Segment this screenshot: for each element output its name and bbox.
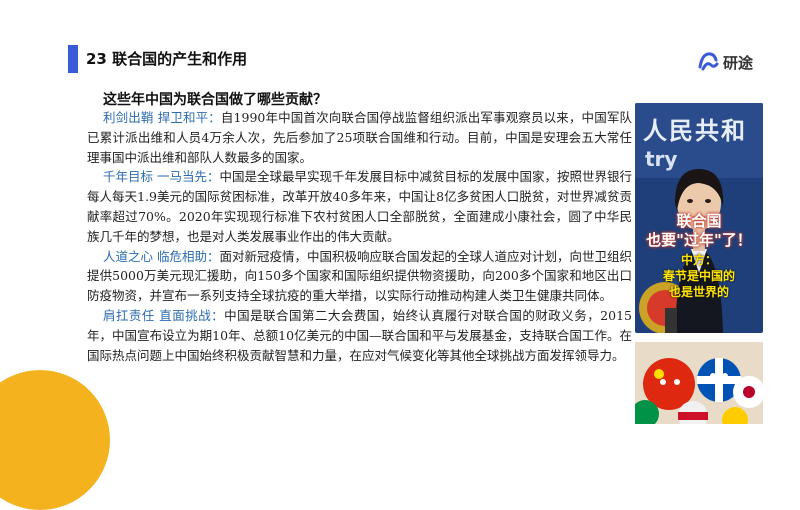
photo-caption-line1: 联合国 — [676, 212, 722, 230]
paragraph-responsibility: 肩扛责任 直面挑战：中国是联合国第二大会费国，始终认真履行对联合国的财政义务，2… — [87, 306, 632, 365]
brand-logo: 研途 — [697, 51, 753, 73]
photo-illustration — [635, 103, 763, 333]
question-heading: 这些年中国为联合国做了哪些贡献？ — [103, 92, 327, 108]
paragraph-humanitarian: 人道之心 临危相助：面对新冠疫情，中国积极响应联合国发起的全球人道应对计划，向世… — [87, 247, 632, 306]
paragraph-body: 面对新冠疫情，中国积极响应联合国发起的全球人道应对计划，向世卫组织提供5000万… — [87, 248, 632, 304]
logo-mark-icon — [698, 52, 719, 71]
spokesperson-photo: 人民共和 try 联合国 也要"过年"了！ 中方： 春节是中国的 也是世界的 — [635, 103, 763, 333]
paragraph-body: 中国是联合国第二大会费国，始终认真履行对联合国的财政义务，2015年，中国宣布设… — [87, 307, 632, 363]
slide-title: 23 联合国的产生和作用 — [86, 50, 248, 68]
cartoon-illustration — [635, 342, 763, 424]
decorative-corner-circle — [0, 370, 110, 510]
paragraph-body: 中国是全球最早实现千年发展目标中减贫目标的发展中国家，按照世界银行每人每天1.9… — [87, 169, 632, 244]
photo-caption-line2: 也要"过年"了！ — [646, 231, 752, 249]
photo-caption-line3: 春节是中国的 — [662, 269, 735, 283]
logo-text: 研途 — [723, 53, 754, 72]
paragraph-peacekeeping: 利剑出鞘 捍卫和平：自1990年中国首次向联合国停战监督组织派出军事观察员以来，… — [87, 108, 632, 167]
paragraph-poverty: 千年目标 一马当先：中国是全球最早实现千年发展目标中减贫目标的发展中国家，按照世… — [87, 167, 632, 246]
paragraph-heading: 人道之心 临危相助： — [103, 248, 220, 264]
photo-caption-speaker: 中方： — [680, 253, 717, 267]
photo-caption-line4: 也是世界的 — [668, 285, 729, 299]
paragraph-body: 自1990年中国首次向联合国停战监督组织派出军事观察员以来，中国军队已累计派出维… — [87, 110, 632, 165]
body-text: 利剑出鞘 捍卫和平：自1990年中国首次向联合国停战监督组织派出军事观察员以来，… — [87, 108, 632, 365]
photo-banner: 人民共和 — [643, 117, 747, 145]
title-accent-bar — [68, 45, 78, 73]
country-balls-cartoon — [635, 342, 763, 424]
photo-banner-sub: try — [645, 147, 678, 171]
paragraph-heading: 利剑出鞘 捍卫和平： — [103, 110, 221, 125]
paragraph-heading: 千年目标 一马当先： — [103, 169, 220, 185]
paragraph-heading: 肩扛责任 直面挑战： — [103, 307, 225, 323]
